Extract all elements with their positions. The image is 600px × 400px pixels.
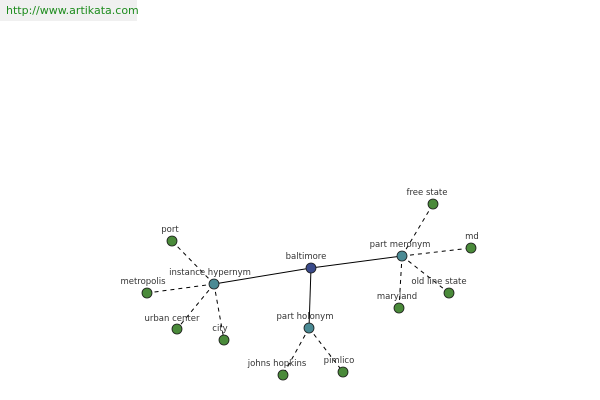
node-part-meronym[interactable] <box>396 250 408 262</box>
site-url-banner: http://www.artikata.com <box>0 0 139 21</box>
node-md[interactable] <box>465 242 477 254</box>
node-pimlico[interactable] <box>337 366 349 378</box>
graph-labels: baltimore instance hypernym part meronym pa… <box>120 188 478 369</box>
label-port[interactable]: port <box>161 225 179 235</box>
edge-instance-hypernym-to-metropolis <box>146 283 215 294</box>
label-old-line-state[interactable]: old line state <box>411 277 466 287</box>
label-metropolis[interactable]: metropolis <box>120 277 166 287</box>
node-urban-center[interactable] <box>171 323 183 335</box>
label-maryland[interactable]: maryland <box>377 292 417 302</box>
site-url-link[interactable]: http://www.artikata.com <box>6 4 139 17</box>
label-instance-hypernym[interactable]: instance hypernym <box>169 268 251 278</box>
node-port[interactable] <box>166 235 178 247</box>
node-metropolis[interactable] <box>141 287 153 299</box>
label-part-meronym[interactable]: part meronym <box>370 240 431 250</box>
edge-part-meronym-to-maryland <box>398 255 403 309</box>
label-city[interactable]: city <box>212 324 227 334</box>
node-maryland[interactable] <box>393 302 405 314</box>
edge-instance-hypernym-to-port <box>171 240 215 285</box>
edge-part-holonym-to-pimlico <box>308 327 344 373</box>
node-baltimore[interactable] <box>305 262 317 274</box>
node-free-state[interactable] <box>427 198 439 210</box>
node-johns-hopkins[interactable] <box>277 369 289 381</box>
graph-edges <box>146 203 472 376</box>
node-old-line-state[interactable] <box>443 287 455 299</box>
edge-instance-hypernym-to-urban-center <box>176 283 215 330</box>
label-free-state[interactable]: free state <box>407 188 448 198</box>
label-md[interactable]: md <box>465 232 479 242</box>
edge-part-meronym-to-old-line-state <box>401 255 450 294</box>
label-pimlico[interactable]: pimlico <box>324 356 355 366</box>
edge-part-holonym-to-johns-hopkins <box>282 327 310 376</box>
label-johns-hopkins[interactable]: johns hopkins <box>247 359 307 369</box>
edge-baltimore-to-part-meronym <box>310 255 403 269</box>
node-part-holonym[interactable] <box>303 322 315 334</box>
node-instance-hypernym[interactable] <box>208 278 220 290</box>
edge-instance-hypernym-to-city <box>213 283 225 341</box>
edge-baltimore-to-instance-hypernym <box>213 267 312 285</box>
edge-part-meronym-to-free-state <box>401 203 434 257</box>
edge-baltimore-to-part-holonym <box>308 267 312 329</box>
node-city[interactable] <box>218 334 230 346</box>
label-part-holonym[interactable]: part holonym <box>277 312 334 322</box>
graph-nodes <box>141 198 477 381</box>
label-urban-center[interactable]: urban center <box>145 314 200 324</box>
label-baltimore[interactable]: baltimore <box>286 252 327 262</box>
edge-part-meronym-to-md <box>401 247 472 257</box>
